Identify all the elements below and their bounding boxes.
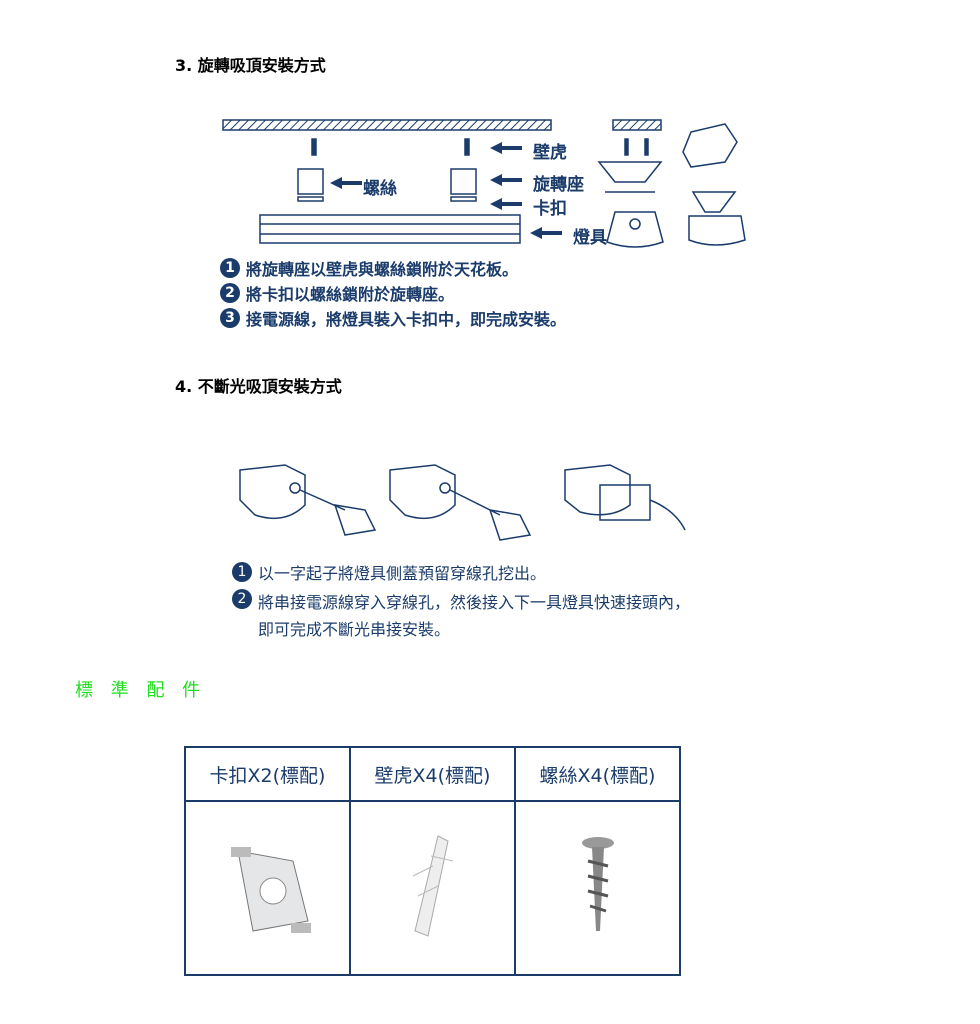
label-fixture: 燈具: [573, 228, 607, 248]
s4-step-2: 2 將串接電源線穿入穿線孔，然後接入下一具燈具快速接頭內， 即可完成不斷光串接安裝。: [232, 589, 690, 640]
step-text: 將卡扣以螺絲鎖附於旋轉座。: [246, 285, 455, 304]
screw-image-cell: [514, 800, 681, 976]
col-clip: 卡扣X2(標配): [184, 746, 351, 802]
label-clip: 卡扣: [533, 199, 567, 219]
anchor-image-cell: [349, 800, 516, 976]
step-text-cont: 即可完成不斷光串接安裝。: [258, 620, 451, 639]
swivel-mount-diagram: [222, 119, 746, 248]
step-number: 2: [220, 283, 240, 303]
step-text: 接電源線，將燈具裝入卡扣中，即完成安裝。: [246, 310, 567, 329]
label-swivel: 旋轉座: [533, 175, 584, 195]
s3-step-2: 2 將卡扣以螺絲鎖附於旋轉座。: [220, 281, 454, 305]
col-screw: 螺絲X4(標配): [514, 746, 681, 802]
label-screw: 螺絲: [363, 179, 397, 199]
label-anchor: 壁虎: [533, 143, 567, 163]
col-anchor: 壁虎X4(標配): [349, 746, 516, 802]
s4-step-1: 1 以一字起子將燈具側蓋預留穿線孔挖出。: [232, 560, 546, 584]
screw-image: [581, 837, 614, 931]
s3-step-1: 1 將旋轉座以壁虎與螺絲鎖附於天花板。: [220, 256, 518, 280]
clip-image-cell: [184, 800, 351, 976]
section3-title: 3. 旋轉吸頂安裝方式: [175, 56, 326, 75]
section4-title: 4. 不斷光吸頂安裝方式: [175, 377, 342, 396]
wall-anchor-image: [412, 835, 453, 937]
step-number: 1: [220, 258, 240, 278]
step-text: 以一字起子將燈具側蓋預留穿線孔挖出。: [258, 564, 547, 583]
continuous-mount-diagram: [239, 464, 686, 541]
clip-image: [230, 847, 311, 933]
step-number: 1: [232, 562, 252, 582]
step-number: 3: [220, 308, 240, 328]
step-text: 將旋轉座以壁虎與螺絲鎖附於天花板。: [246, 260, 519, 279]
step-text: 將串接電源線穿入穿線孔，然後接入下一具燈具快速接頭內，: [258, 593, 691, 612]
accessories-title: 標 準 配 件: [75, 680, 207, 701]
s3-step-3: 3 接電源線，將燈具裝入卡扣中，即完成安裝。: [220, 306, 566, 330]
accessories-table: 卡扣X2(標配) 壁虎X4(標配) 螺絲X4(標配): [184, 746, 681, 976]
step-number: 2: [232, 589, 252, 609]
